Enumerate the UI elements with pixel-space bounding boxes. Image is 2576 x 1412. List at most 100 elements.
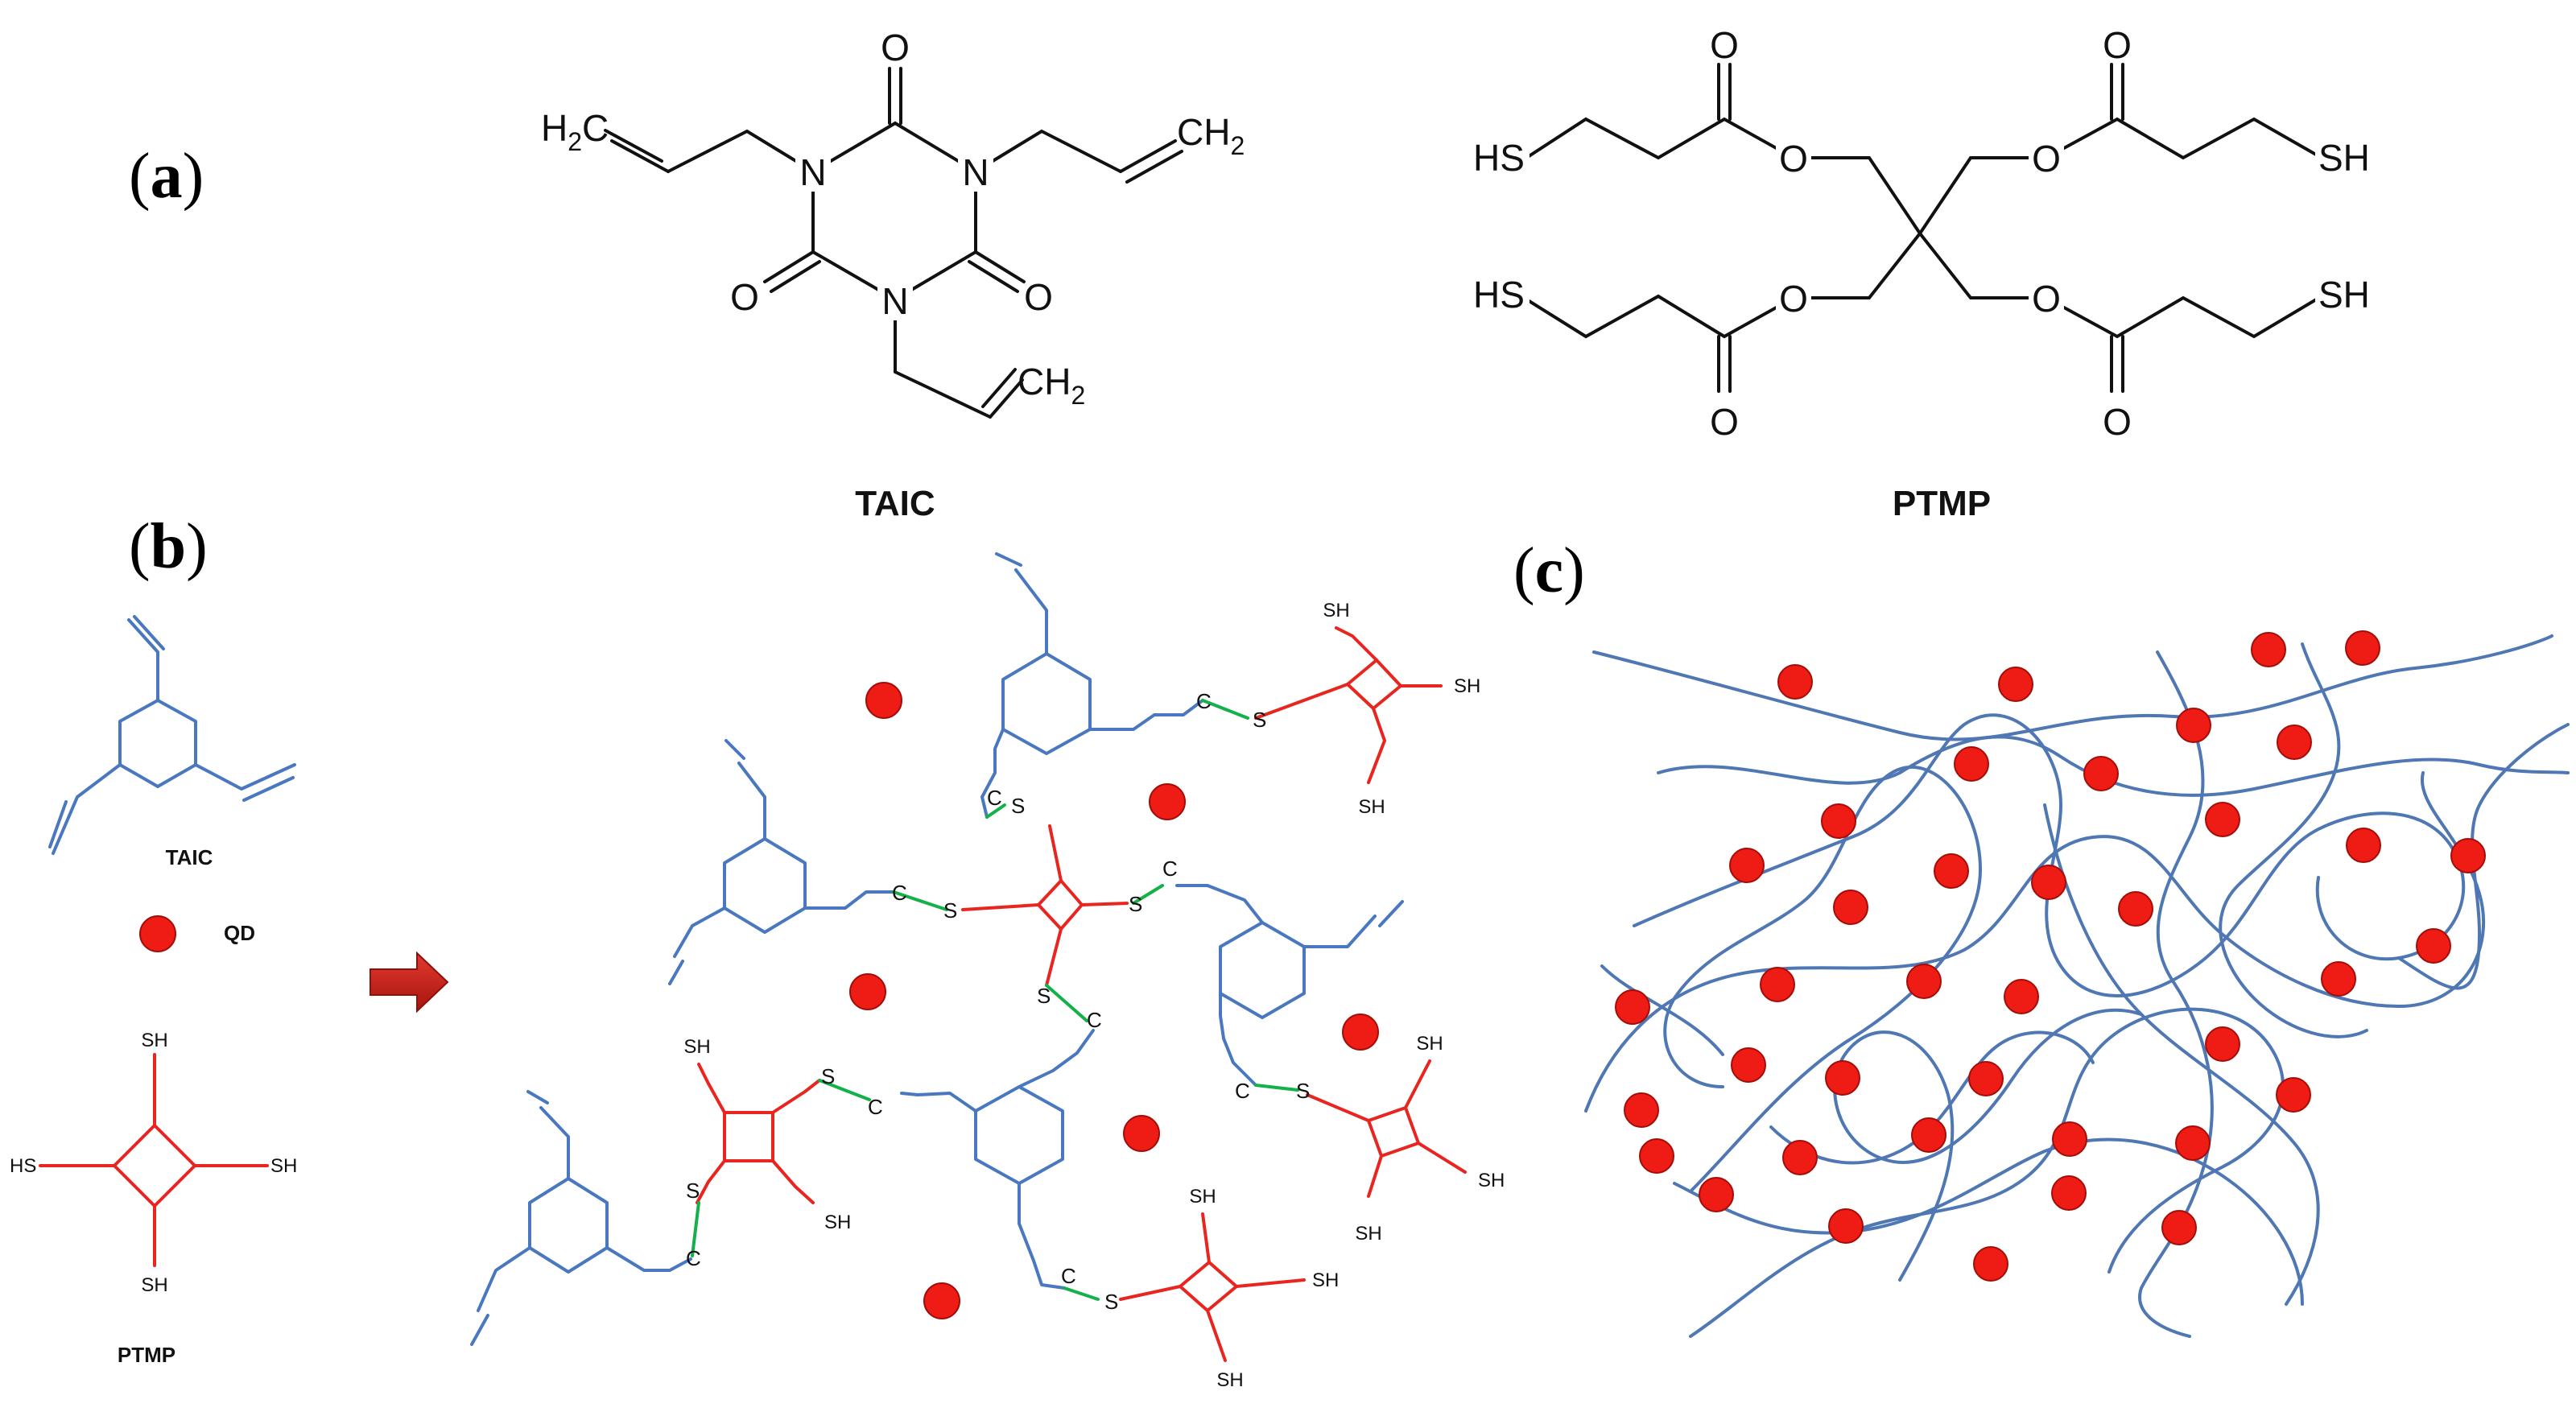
network-c-5: C <box>1087 1008 1102 1032</box>
qd-dot <box>1833 890 1868 925</box>
network-sh-1: SH <box>1323 600 1349 621</box>
taic-n2: N <box>962 151 989 193</box>
panel-b-label: (b) <box>129 511 208 582</box>
qd-dot <box>2161 1210 2197 1245</box>
ptmp-o-ester-3: O <box>1779 278 1808 320</box>
qd-dot <box>1998 667 2033 702</box>
qd-dot <box>2345 630 2380 666</box>
qd-dot <box>1954 746 1989 782</box>
qd-dot <box>1149 783 1186 820</box>
network-s-3: S <box>943 898 957 923</box>
taic-n3: N <box>881 280 908 322</box>
ptmp-o-carbonyl-1: O <box>1710 24 1739 66</box>
polymer-network <box>1584 630 2570 1338</box>
qd-dot <box>2031 865 2066 900</box>
network-c-7: C <box>868 1095 883 1119</box>
network-sh-9: SH <box>1189 1186 1216 1208</box>
qd-dot <box>1760 967 1795 1002</box>
qd-dot <box>1782 1140 1818 1175</box>
taic-h2c-left: H2C <box>541 107 609 156</box>
taic-o1: O <box>881 27 910 68</box>
qd-dot <box>1906 964 1942 999</box>
legend-ptmp: SH SH HS SH PTMP <box>10 1030 297 1367</box>
taic-ch2-right: CH2 <box>1177 111 1245 160</box>
qd-dot <box>1624 1092 1659 1128</box>
ptmp-sh-1: SH <box>2318 137 2370 179</box>
qd-dot <box>1973 1246 2008 1282</box>
qd-dot <box>2175 1125 2211 1161</box>
network-s-2: S <box>1011 794 1025 818</box>
qd-dot <box>2251 632 2286 667</box>
qd-dot <box>2051 1175 2087 1211</box>
legend-ptmp-sh-top: SH <box>141 1030 167 1051</box>
ptmp-o-ester-2: O <box>2032 138 2061 180</box>
network-s-5: S <box>1037 984 1051 1008</box>
legend-qd-dot <box>139 915 176 952</box>
reaction-arrow-icon <box>369 951 449 1014</box>
network-c-3: C <box>892 881 907 905</box>
network-sh-2: SH <box>1454 675 1480 697</box>
network-sh-6: SH <box>1416 1033 1443 1055</box>
qd-dot <box>2416 928 2451 964</box>
ptmp-structure: O O O O O O O O HS HS SH SH PTMP <box>1473 24 2372 523</box>
legend-taic-label: TAIC <box>166 845 213 869</box>
qd-dot <box>2205 1026 2240 1062</box>
network-s-1: S <box>1253 708 1266 732</box>
network-c-1: C <box>1196 689 1212 713</box>
network-s-8: S <box>686 1179 700 1203</box>
qd-dot <box>849 973 886 1010</box>
ptmp-name: PTMP <box>1893 484 1991 523</box>
qd-dot <box>1699 1177 1734 1212</box>
network-s-9: S <box>1104 1290 1118 1314</box>
network-c-8: C <box>686 1246 701 1270</box>
network-c-9: C <box>1061 1264 1076 1288</box>
panel-c-label: (c) <box>1513 535 1585 606</box>
ptmp-hs-1: HS <box>1473 137 1525 179</box>
qd-dot <box>923 1282 960 1319</box>
ptmp-o-ester-1: O <box>1779 138 1808 180</box>
qd-dot <box>1968 1061 2004 1096</box>
network-s-7: S <box>821 1064 835 1088</box>
network-sh-10: SH <box>1312 1270 1339 1291</box>
qd-dot <box>1615 989 1650 1025</box>
network-sh-7: SH <box>1478 1170 1505 1191</box>
taic-ch2-bottom: CH2 <box>1018 361 1085 410</box>
network-s-6: S <box>1296 1079 1310 1103</box>
qd-dot <box>2052 1121 2087 1157</box>
qd-dot <box>2346 828 2381 863</box>
qd-dot <box>2118 891 2153 927</box>
network-sh-3: SH <box>1358 796 1385 818</box>
qd-dot <box>1123 1115 1160 1152</box>
qd-dot <box>1821 803 1856 839</box>
legend-qd: QD <box>139 915 255 952</box>
qd-dot <box>1342 1014 1379 1051</box>
legend-ptmp-sh-bottom: SH <box>141 1274 167 1296</box>
crosslink-network: SH SH SH SH SH SH SH SH <box>470 552 1505 1391</box>
panel-a-label: (a) <box>129 141 204 212</box>
qd-dot <box>2176 708 2211 743</box>
triazine-ring <box>811 121 977 302</box>
network-sh-4: SH <box>683 1036 710 1058</box>
qd-dot <box>1934 853 1969 889</box>
qd-dot <box>2205 802 2240 837</box>
taic-n1: N <box>799 151 826 193</box>
network-sh-5: SH <box>824 1212 851 1233</box>
qd-dot <box>2276 1077 2311 1113</box>
qd-dot <box>2321 961 2356 997</box>
legend-ptmp-hs-left: HS <box>10 1155 36 1177</box>
network-c-4: C <box>1162 857 1178 881</box>
qd-dot <box>1911 1117 1946 1153</box>
ptmp-o-carbonyl-3: O <box>1710 401 1739 443</box>
qd-dot <box>1731 1047 1766 1083</box>
qd-dot <box>1828 1208 1864 1244</box>
network-c-2: C <box>987 786 1002 810</box>
qd-dot <box>865 682 902 719</box>
panel-a: (a) N <box>129 24 2372 523</box>
network-sh-11: SH <box>1216 1369 1243 1391</box>
panel-c: (c) <box>1513 535 2570 1338</box>
qd-dot <box>1777 664 1813 700</box>
legend-ptmp-label: PTMP <box>118 1343 175 1367</box>
taic-o3: O <box>1024 276 1053 318</box>
panel-b: (b) TAIC QD SH SH HS SH <box>10 511 1505 1391</box>
legend-ptmp-sh-right: SH <box>270 1155 297 1177</box>
